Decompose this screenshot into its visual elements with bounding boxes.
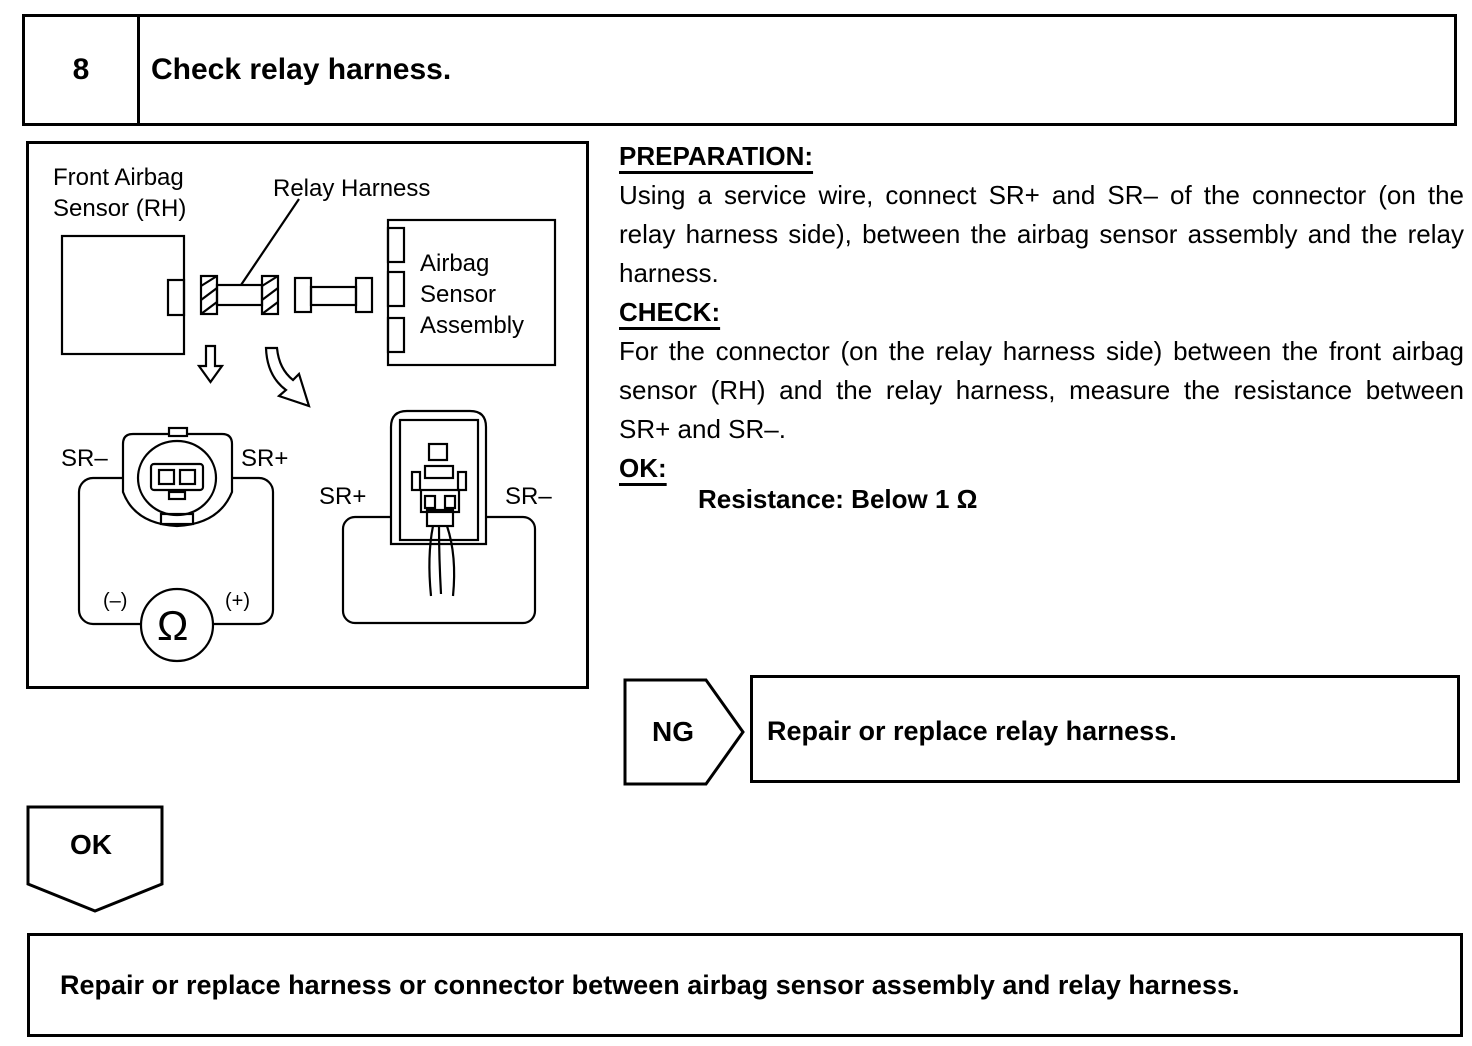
ng-result-box: Repair or replace relay harness. (750, 675, 1460, 783)
preparation-text: Using a service wire, connect SR+ and SR… (619, 180, 1464, 288)
wiring-figure: Front Airbag Sensor (RH) Relay Harness A… (26, 141, 589, 689)
assembly-label-3: Assembly (420, 312, 525, 339)
ng-label: NG (652, 716, 694, 747)
procedure-text: PREPARATION: Using a service wire, conne… (619, 137, 1464, 488)
ng-arrow-icon (623, 678, 745, 786)
ok-result-box: Repair or replace harness or connector b… (27, 933, 1463, 1037)
step-header: 8 Check relay harness. (22, 14, 1457, 126)
meter-minus-label: (–) (103, 590, 128, 612)
ohm-meter-icon: Ω (157, 602, 189, 649)
front-sensor-label-2: Sensor (RH) (53, 195, 187, 222)
check-text: For the connector (on the relay harness … (619, 336, 1464, 444)
ok-arrow-icon (26, 805, 164, 913)
front-sensor-body (60, 234, 186, 356)
check-heading: CHECK: (619, 297, 721, 327)
front-sensor-label-1: Front Airbag (53, 164, 184, 191)
ok-action-text: Repair or replace harness or connector b… (60, 970, 1240, 1000)
right-terminal-minus: SR– (505, 483, 552, 510)
left-terminal-plus: SR+ (241, 445, 289, 472)
ok-label: OK (70, 829, 112, 860)
relay-harness-diagram (60, 198, 557, 663)
preparation-heading: PREPARATION: (619, 141, 814, 171)
assembly-label-1: Airbag (420, 250, 490, 277)
front-sensor-connector (166, 278, 186, 317)
ok-heading: OK: (619, 453, 667, 483)
relay-harness-label: Relay Harness (273, 175, 431, 202)
assembly-label-2: Sensor (420, 281, 497, 308)
ng-action-text: Repair or replace relay harness. (767, 716, 1177, 746)
step-number: 8 (25, 17, 140, 123)
left-terminal-minus: SR– (61, 445, 108, 472)
step-title: Check relay harness. (151, 53, 452, 86)
ok-resistance-spec: Resistance: Below 1 Ω (698, 484, 978, 514)
meter-plus-label: (+) (225, 590, 250, 612)
right-terminal-plus: SR+ (319, 483, 367, 510)
